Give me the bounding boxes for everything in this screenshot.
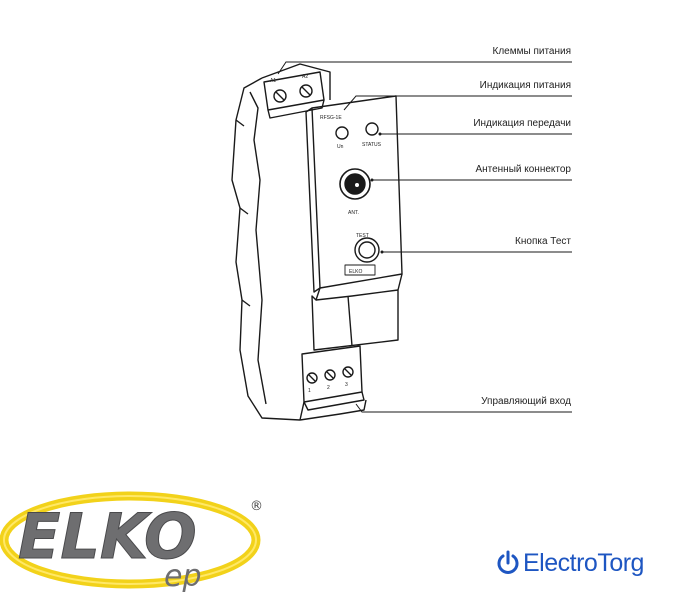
device-diagram: A1 A2 RFSG-1E Un STATUS ANT. TEST ELKO 1… — [231, 61, 572, 421]
electrotorg-part2: Torg — [597, 548, 644, 577]
callout-test-button: Кнопка Тест — [515, 236, 571, 247]
model-label: RFSG-1E — [320, 115, 342, 121]
brand-plate-label: ELKO — [349, 269, 362, 275]
elko-wordmark: ELKO — [18, 500, 197, 573]
power-icon — [497, 550, 519, 574]
callout-transmit-indicator: Индикация передачи — [473, 118, 571, 129]
callout-antenna-connector: Антенный коннектор — [475, 164, 571, 175]
callout-power-indicator: Индикация питания — [479, 80, 571, 91]
registered-mark: ® — [250, 499, 263, 514]
elko-ep-logo: ELKO ep ® — [0, 491, 263, 594]
bottom-terminal-2-label: 2 — [327, 385, 330, 391]
terminal-a2-label: A2 — [302, 74, 308, 80]
leader-control-input — [355, 403, 572, 413]
led-power-label: Un — [337, 144, 344, 150]
antenna-label: ANT. — [348, 210, 359, 216]
leader-power-terminals — [277, 61, 572, 75]
led-transmit-label: STATUS — [362, 142, 382, 148]
test-button-label: TEST — [356, 233, 369, 239]
elko-ep-text: ep — [164, 559, 202, 594]
bottom-terminal-3-label: 3 — [345, 382, 348, 388]
callout-control-input: Управляющий вход — [481, 396, 571, 407]
terminal-a1-label: A1 — [270, 78, 276, 84]
electrotorg-part1: Electro — [523, 548, 598, 577]
callout-power-terminals: Клеммы питания — [492, 46, 572, 57]
bottom-terminal-1-label: 1 — [308, 388, 311, 394]
leader-power-indicator — [343, 95, 572, 111]
